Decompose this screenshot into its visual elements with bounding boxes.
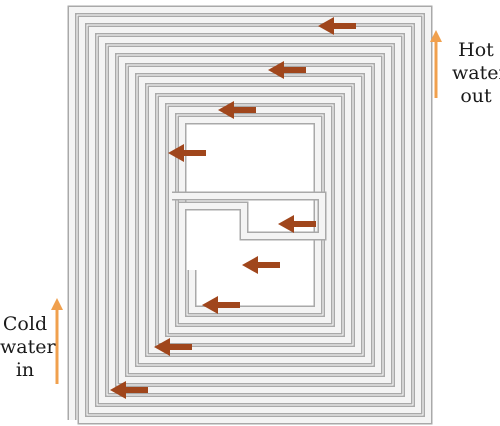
flow-arrow-head: [218, 101, 234, 119]
spiral-pipe: [67, 5, 433, 425]
flow-arrow-head: [318, 17, 334, 35]
pipe-body: [69, 7, 431, 423]
cold-water-in-label: Cold water in: [0, 313, 56, 382]
flow-arrow-head: [154, 338, 170, 356]
cold-label-line-3: in: [15, 359, 35, 381]
flow-arrow-head: [110, 381, 126, 399]
flow-arrow-shaft: [182, 150, 206, 156]
cold-label-line-2: water: [0, 336, 56, 358]
flow-arrow-head: [278, 215, 294, 233]
flow-arrow-shaft: [256, 262, 280, 268]
cold-label-line-1: Cold: [2, 313, 48, 335]
left-arrow-icon: [168, 144, 206, 162]
up-arrow-icon: [51, 298, 63, 310]
left-arrow-icon: [242, 256, 280, 274]
left-arrow-icon: [268, 61, 306, 79]
flow-arrow-shaft: [282, 67, 306, 73]
flow-arrow-head: [202, 296, 218, 314]
flow-arrow-shaft: [124, 387, 148, 393]
hot-outlet-direction-arrow: [430, 30, 442, 98]
flow-arrow-shaft: [232, 107, 256, 113]
pipe-inner-notch-body: [172, 193, 325, 239]
flow-arrow-head: [268, 61, 284, 79]
cold-inlet-direction-arrow: [51, 298, 63, 384]
flow-arrow-shaft: [168, 344, 192, 350]
left-arrow-icon: [218, 101, 256, 119]
left-arrow-icon: [110, 381, 148, 399]
hot-water-out-label: Hot water out: [452, 39, 500, 108]
hot-label-line-3: out: [460, 85, 492, 107]
up-arrow-icon: [430, 30, 442, 42]
flow-arrow-head: [168, 144, 184, 162]
hot-label-line-2: water: [452, 62, 500, 84]
hot-label-line-1: Hot: [458, 39, 494, 61]
flow-arrow-shaft: [332, 23, 356, 29]
left-arrow-icon: [202, 296, 240, 314]
flow-arrow-shaft: [292, 221, 316, 227]
left-arrow-icon: [278, 215, 316, 233]
flow-arrows: [110, 17, 356, 399]
left-arrow-icon: [318, 17, 356, 35]
left-arrow-icon: [154, 338, 192, 356]
flow-arrow-head: [242, 256, 258, 274]
flow-arrow-shaft: [216, 302, 240, 308]
